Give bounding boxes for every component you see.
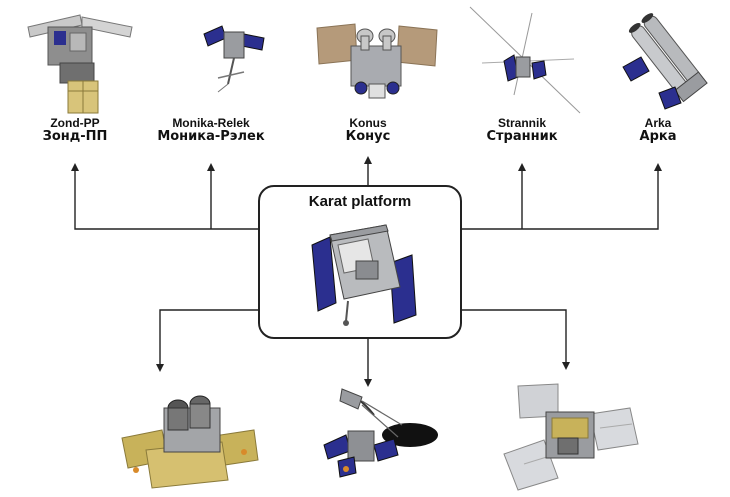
strannik-latin-name: Strannik [497, 116, 546, 130]
monika-relek-latin-name: Monika-Relek [172, 116, 250, 130]
reflector-satellite-image [323, 388, 438, 478]
arka-label: Arka Арка [593, 117, 723, 143]
solar-panel-satellite-image [503, 383, 639, 491]
arrow-to-telescope-satellite [156, 309, 258, 372]
zond-pp-latin-name: Zond-PP [50, 116, 100, 130]
konus-satellite-image [316, 23, 438, 99]
zond-pp-label: Zond-PP Зонд-ПП [10, 117, 140, 143]
zond-pp-cyrillic-name: Зонд-ПП [42, 128, 108, 144]
zond-pp-satellite-image [27, 14, 133, 114]
arrow-to-zond-pp [71, 163, 258, 230]
monika-relek-cyrillic-name: Моника-Рэлек [157, 128, 265, 144]
konus-latin-name: Konus [349, 116, 387, 130]
arrow-to-solar-panel-satellite [462, 309, 570, 370]
telescope-satellite-image [121, 395, 259, 489]
konus-cyrillic-name: Конус [345, 128, 391, 144]
monika-relek-label: Monika-Relek Моника-Рэлек [146, 117, 276, 143]
strannik-cyrillic-name: Странник [486, 128, 558, 144]
karat-satellite-image [311, 224, 417, 326]
platform-title: Karat platform [308, 193, 412, 210]
strannik-satellite-image [469, 6, 581, 114]
arka-satellite-image [622, 13, 708, 110]
karat-platform-box: Karat platform [258, 185, 462, 339]
monika-relek-satellite-image [203, 25, 265, 93]
strannik-label: Strannik Странник [457, 117, 587, 143]
arka-cyrillic-name: Арка [639, 128, 677, 144]
arrow-to-arka [462, 163, 662, 230]
konus-label: Konus Конус [303, 117, 433, 143]
arka-latin-name: Arka [644, 116, 672, 130]
